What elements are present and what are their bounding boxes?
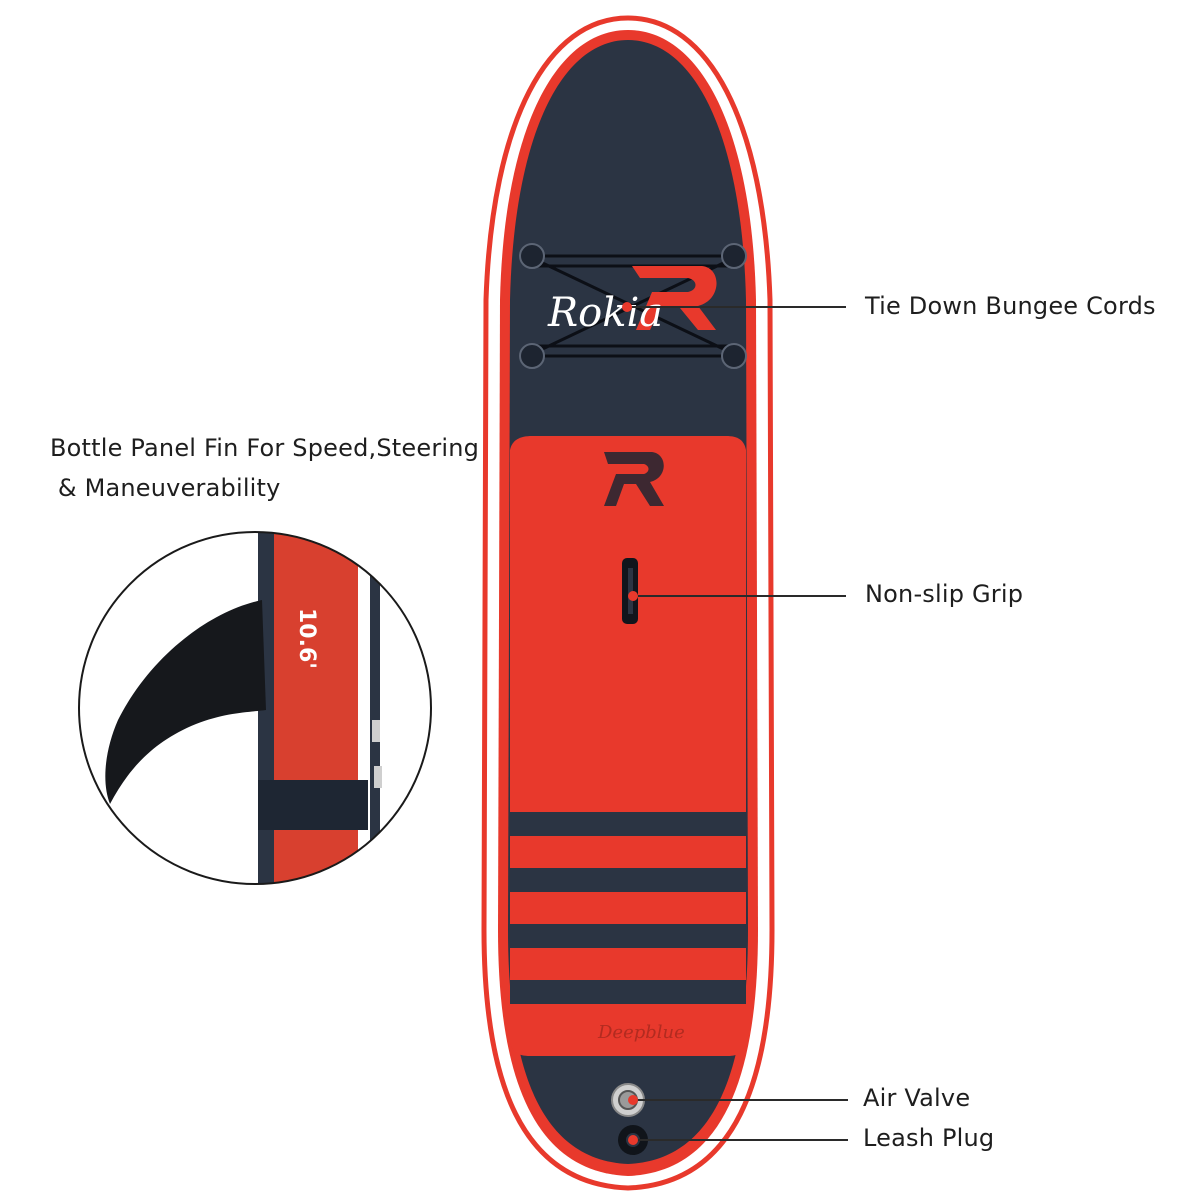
traction-pad: [510, 436, 746, 1056]
pad-stripes: [510, 812, 746, 1004]
callout-lines: [627, 306, 848, 1141]
logo-r-icon: [632, 266, 717, 330]
fin-inset: 10.6': [78, 531, 432, 885]
callout-air-valve: Air Valve: [863, 1084, 971, 1112]
fin-icon: [105, 600, 266, 804]
fin-caption: Bottle Panel Fin For Speed,Steering & Ma…: [50, 428, 479, 508]
inset-spec-text: 10.6': [294, 608, 319, 669]
fin-caption-line-2: & Maneuverability: [50, 474, 281, 502]
tail-wordmark: Deepblue: [597, 1022, 685, 1043]
callout-leash-plug: Leash Plug: [863, 1124, 995, 1152]
pad-logo-icon: [604, 452, 664, 506]
brand-wordmark: Rokia: [547, 290, 663, 336]
callout-non-slip-grip: Non-slip Grip: [865, 580, 1024, 608]
callout-dots: [622, 302, 638, 1145]
fin-caption-line-1: Bottle Panel Fin For Speed,Steering: [50, 434, 480, 462]
carry-handle: [622, 558, 638, 624]
callout-tie-down-bungee-cords: Tie Down Bungee Cords: [865, 292, 1156, 320]
d-ring-anchors: [519, 243, 747, 369]
